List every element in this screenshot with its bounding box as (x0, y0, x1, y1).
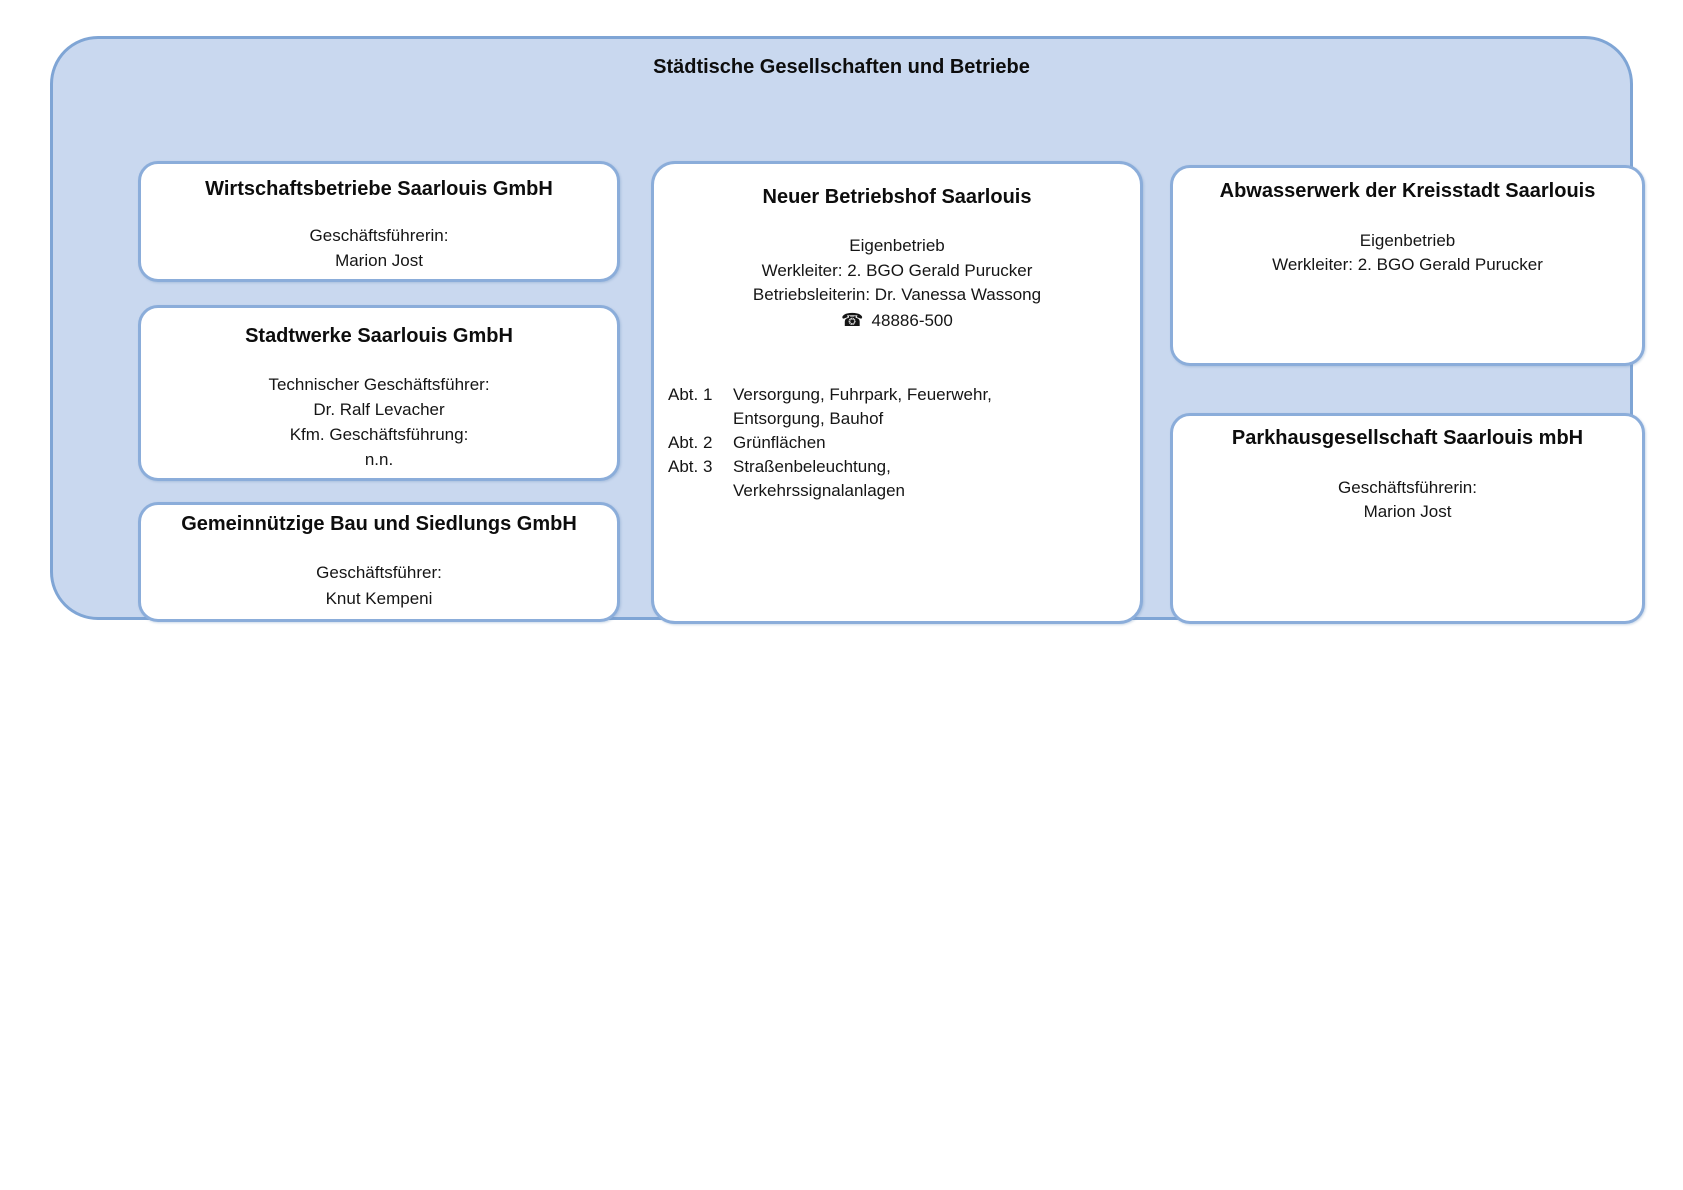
department-text-line: Verkehrssignalanlagen (733, 481, 906, 500)
box-title-abwasserwerk: Abwasserwerk der Kreisstadt Saarlouis (1219, 180, 1596, 202)
body-line: Dr. Ralf Levacher (313, 400, 445, 419)
department-text-line: Entsorgung, Bauhof (733, 409, 884, 428)
department-row-3: Abt. 3 Straßenbeleuchtung, Verkehrssigna… (668, 455, 1140, 503)
department-text-line: Straßenbeleuchtung, (733, 457, 891, 476)
body-line: Werkleiter: 2. BGO Gerald Purucker (1272, 255, 1543, 274)
box-gemeinnuetzige-bau-und-siedlungs: Gemeinnützige Bau und Siedlungs GmbH Ges… (138, 502, 620, 622)
body-line: Geschäftsführerin: (309, 226, 449, 245)
department-text: Straßenbeleuchtung, Verkehrssignalanlage… (733, 455, 1140, 503)
diagram-title: Städtische Gesellschaften und Betriebe (653, 56, 1030, 78)
department-row-1: Abt. 1 Versorgung, Fuhrpark, Feuerwehr, … (668, 383, 1140, 431)
box-title-neuer-betriebshof: Neuer Betriebshof Saarlouis (762, 186, 1032, 208)
body-line: Marion Jost (1363, 502, 1452, 521)
box-neuer-betriebshof: Neuer Betriebshof Saarlouis Eigenbetrieb… (651, 161, 1143, 624)
body-line: Eigenbetrieb (1359, 231, 1456, 250)
body-line: Kfm. Geschäftsführung: (289, 425, 469, 444)
body-line: Eigenbetrieb (849, 236, 945, 255)
department-text: Versorgung, Fuhrpark, Feuerwehr, Entsorg… (733, 383, 1140, 431)
box-body-stadtwerke: Technischer Geschäftsführer: Dr. Ralf Le… (141, 372, 617, 472)
box-title-parkhausgesellschaft: Parkhausgesellschaft Saarlouis mbH (1231, 427, 1584, 449)
body-line: Werkleiter: 2. BGO Gerald Purucker (761, 260, 1033, 280)
body-line: Geschäftsführerin: (1338, 478, 1477, 497)
container-staedtische-gesellschaften: Städtische Gesellschaften und Betriebe W… (50, 36, 1645, 624)
department-text-line: Grünflächen (733, 433, 826, 452)
box-wirtschaftsbetriebe: Wirtschaftsbetriebe Saarlouis GmbH Gesch… (138, 161, 620, 282)
body-line: Knut Kempeni (325, 589, 433, 608)
department-list: Abt. 1 Versorgung, Fuhrpark, Feuerwehr, … (654, 383, 1140, 503)
body-line: Technischer Geschäftsführer: (268, 375, 490, 394)
box-title-stadtwerke: Stadtwerke Saarlouis GmbH (245, 325, 513, 347)
department-row-2: Abt. 2 Grünflächen (668, 431, 1140, 455)
body-line: Marion Jost (335, 251, 423, 270)
box-stadtwerke: Stadtwerke Saarlouis GmbH Technischer Ge… (138, 305, 620, 481)
body-line: n.n. (364, 450, 394, 469)
box-abwasserwerk: Abwasserwerk der Kreisstadt Saarlouis Ei… (1170, 165, 1645, 366)
phone-icon: ☎ (841, 309, 864, 330)
box-body-parkhausgesellschaft: Geschäftsführerin: Marion Jost (1173, 476, 1642, 524)
department-label: Abt. 1 (668, 385, 713, 404)
department-label: Abt. 2 (668, 433, 713, 452)
phone-line: ☎ 48886-500 (654, 308, 1140, 334)
phone-number: 48886-500 (871, 310, 953, 330)
box-title-wirtschaftsbetriebe: Wirtschaftsbetriebe Saarlouis GmbH (205, 178, 553, 200)
box-body-wirtschaftsbetriebe: Geschäftsführerin: Marion Jost (141, 223, 617, 273)
body-line: Geschäftsführer: (316, 563, 442, 582)
department-text: Grünflächen (733, 431, 1140, 455)
box-title-gemeinnuetzige: Gemeinnützige Bau und Siedlungs GmbH (181, 513, 577, 535)
department-text-line: Versorgung, Fuhrpark, Feuerwehr, (733, 385, 992, 404)
box-body-gemeinnuetzige: Geschäftsführer: Knut Kempeni (141, 560, 617, 612)
body-line: Betriebsleiterin: Dr. Vanessa Wassong (752, 285, 1042, 304)
department-label: Abt. 3 (668, 457, 713, 476)
box-parkhausgesellschaft: Parkhausgesellschaft Saarlouis mbH Gesch… (1170, 413, 1645, 624)
box-body-neuer-betriebshof: Eigenbetrieb Werkleiter: 2. BGO Gerald P… (654, 234, 1140, 333)
box-body-abwasserwerk: Eigenbetrieb Werkleiter: 2. BGO Gerald P… (1173, 229, 1642, 277)
